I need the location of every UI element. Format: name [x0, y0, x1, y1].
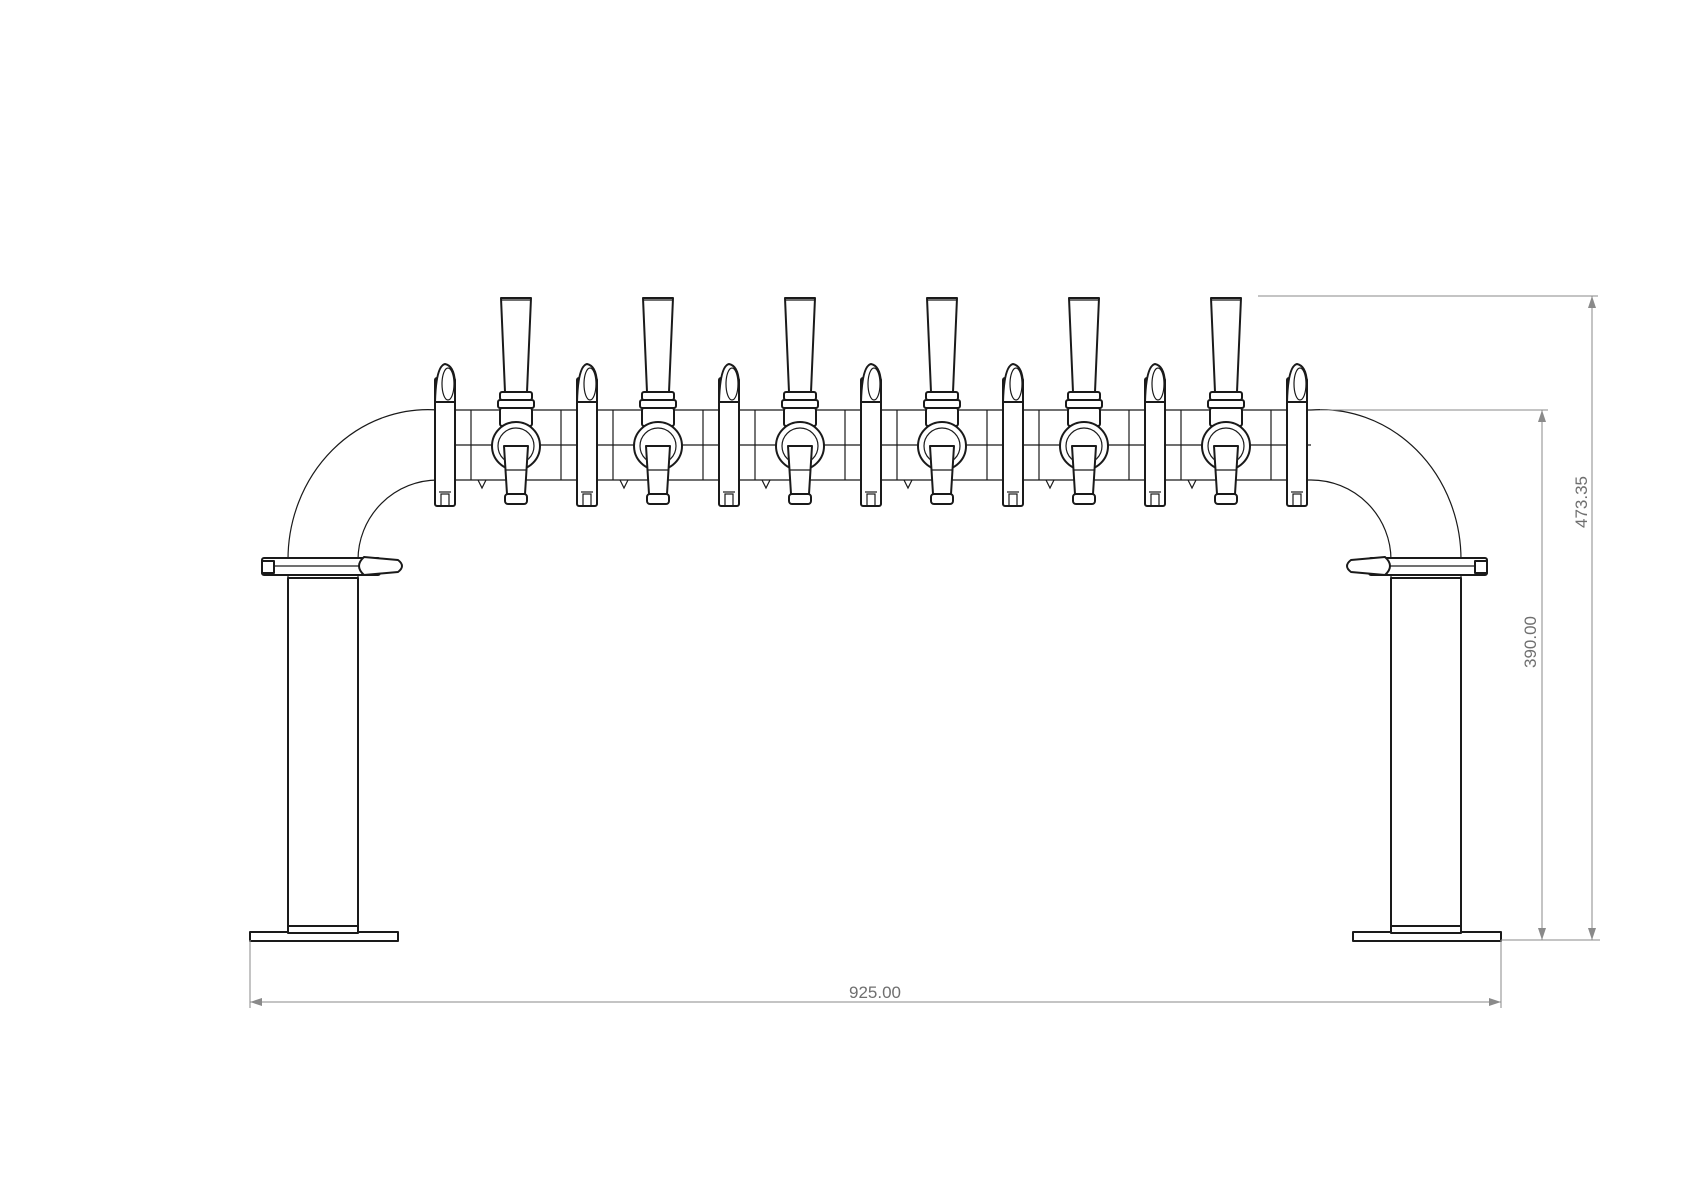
pipe-valve-marker: [619, 479, 629, 490]
pipe-valve-marker: [761, 479, 771, 490]
left-clamp-lever: [358, 556, 403, 576]
tap-collar: [1065, 399, 1103, 409]
left-column: [249, 409, 439, 942]
column-height-dimension-label: 390.00: [1521, 616, 1540, 668]
separator-flange-slot: [1150, 493, 1160, 507]
tap-handle: [642, 297, 674, 393]
pipe-valve-marker: [903, 479, 913, 490]
pipe-valve-marker: [1045, 479, 1055, 490]
flange-lever: [860, 363, 882, 403]
tap-handle: [1210, 297, 1242, 393]
tap-spout-tip: [1214, 493, 1238, 505]
separator-flange-slot: [866, 493, 876, 507]
flange-lever: [1002, 363, 1024, 403]
right-elbow-inner: [1310, 479, 1392, 561]
flange-lever: [1144, 363, 1166, 403]
tap-collar: [783, 391, 817, 401]
tap-collar: [639, 399, 677, 409]
tap-collar: [1207, 399, 1245, 409]
separator-flange-slot: [1292, 493, 1302, 507]
flange-lever: [718, 363, 740, 403]
flange-lever: [576, 363, 598, 403]
dimension-height-column: 390.00: [1320, 409, 1600, 941]
tap-collar: [781, 399, 819, 409]
tap-handle: [784, 297, 816, 393]
tap-collar: [499, 391, 533, 401]
flange-lever-face: [1151, 367, 1165, 401]
pipe-valve-marker: [477, 479, 487, 490]
dimension-width: 925.00: [249, 940, 1502, 1008]
tap-collar: [1067, 391, 1101, 401]
column-height-arrow-bottom: [1538, 928, 1546, 940]
width-dimension-label: 925.00: [849, 983, 901, 1002]
left-clamp-tab: [261, 560, 275, 574]
dimension-height-total: 473.35: [1258, 295, 1598, 940]
width-arrow-right: [1489, 998, 1501, 1006]
left-elbow-outer: [287, 409, 439, 561]
tap-spout-tip: [788, 493, 812, 505]
tap-collar: [923, 399, 961, 409]
right-clamp-tab: [1474, 560, 1488, 574]
left-column-pipe: [287, 577, 359, 927]
right-column-pipe: [1390, 577, 1462, 927]
total-height-arrow-bottom: [1588, 928, 1596, 940]
tap-collar: [641, 391, 675, 401]
tap-handle: [1068, 297, 1100, 393]
tap-spout-tip: [646, 493, 670, 505]
flange-lever-face: [441, 367, 455, 401]
flange-lever-face: [1009, 367, 1023, 401]
right-elbow-outer: [1310, 409, 1462, 561]
left-elbow-inner: [357, 479, 439, 561]
flange-lever-face: [725, 367, 739, 401]
right-clamp-lever: [1346, 556, 1391, 576]
total-height-arrow-top: [1588, 296, 1596, 308]
separator-flange-slot: [582, 493, 592, 507]
flange-lever: [1286, 363, 1308, 403]
right-column: [1310, 409, 1502, 942]
separator-flange-slot: [1008, 493, 1018, 507]
tap-collar: [925, 391, 959, 401]
tap-collar: [497, 399, 535, 409]
tap-collar: [1209, 391, 1243, 401]
separator-flange-slot: [440, 493, 450, 507]
tap-handle: [500, 297, 532, 393]
header-pipe-assembly: [434, 297, 1311, 507]
tap-spout-tip: [1072, 493, 1096, 505]
flange-lever-face: [867, 367, 881, 401]
width-arrow-left: [250, 998, 262, 1006]
total-height-dimension-label: 473.35: [1572, 476, 1591, 528]
tap-handle: [926, 297, 958, 393]
flange-lever-face: [583, 367, 597, 401]
flange-lever-face: [1293, 367, 1307, 401]
flange-lever: [434, 363, 456, 403]
tap-spout-tip: [504, 493, 528, 505]
column-height-arrow-top: [1538, 410, 1546, 422]
separator-flange-slot: [724, 493, 734, 507]
tap-spout-tip: [930, 493, 954, 505]
pipe-valve-marker: [1187, 479, 1197, 490]
